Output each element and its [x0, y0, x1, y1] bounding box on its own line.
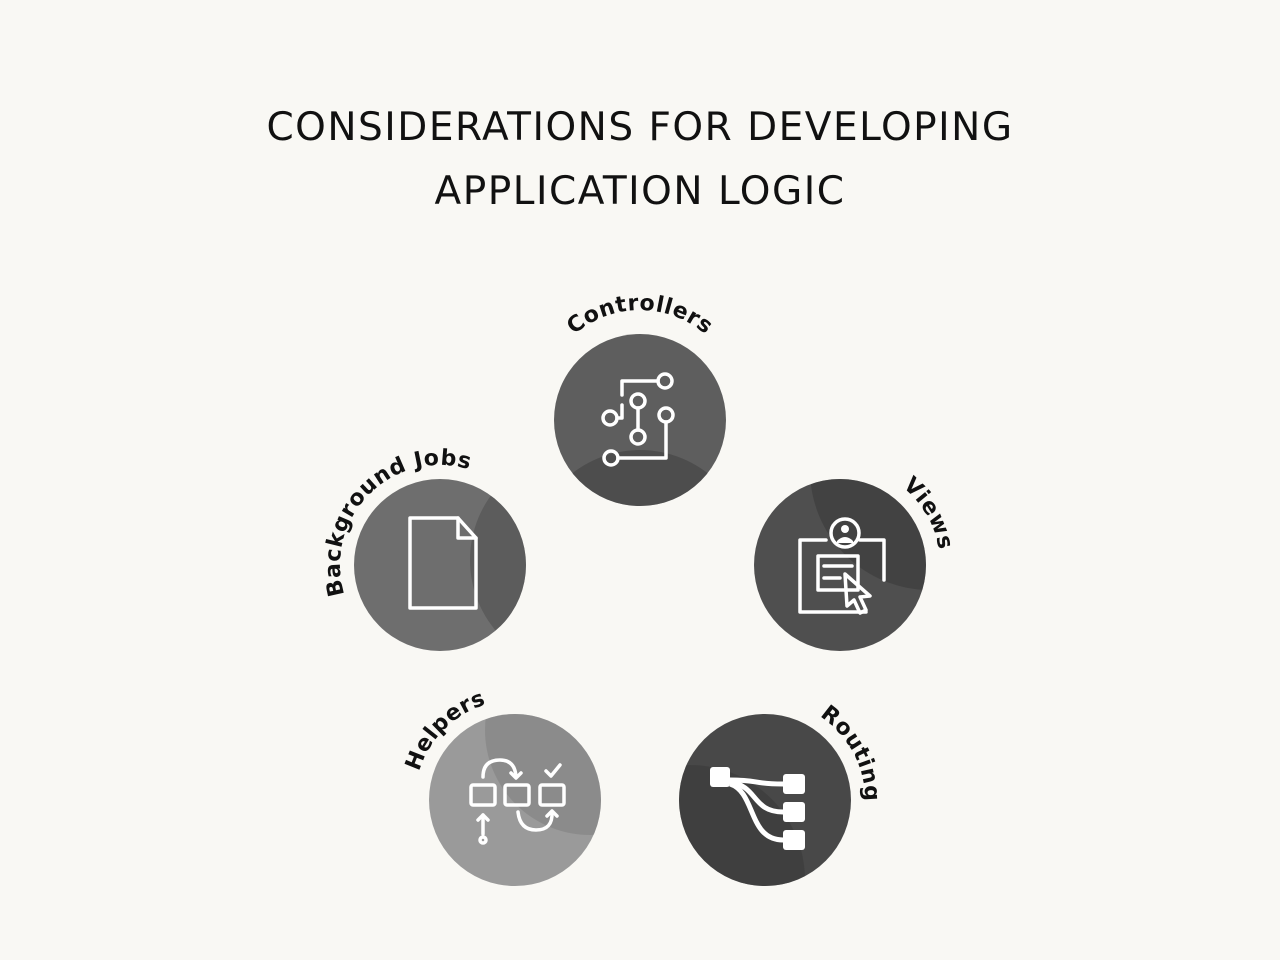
node-views: Views: [754, 469, 965, 651]
flow-branch-icon: [710, 767, 805, 850]
title-line-1: CONSIDERATIONS FOR DEVELOPING: [266, 105, 1014, 150]
controllers-label: Controllers: [562, 291, 717, 340]
profile-cursor-icon: [798, 517, 886, 615]
svg-text:Controllers: Controllers: [562, 291, 717, 340]
node-helpers: Helpers: [392, 676, 601, 886]
circuit-icon: [601, 372, 675, 467]
document-icon: [408, 516, 478, 610]
node-controllers: Controllers: [554, 291, 726, 506]
workflow-steps-icon: [469, 758, 566, 845]
node-routing: Routing: [679, 694, 897, 886]
title-line-2: APPLICATION LOGIC: [434, 169, 846, 214]
page-title: CONSIDERATIONS FOR DEVELOPING APPLICATIO…: [0, 96, 1280, 224]
